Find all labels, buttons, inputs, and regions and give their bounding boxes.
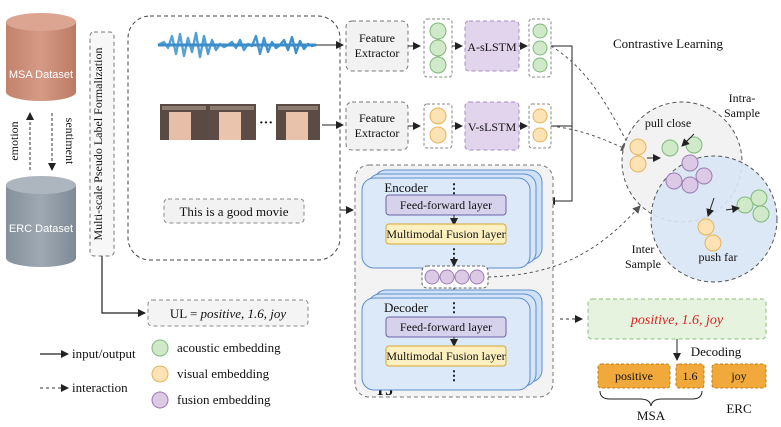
erc-output-label: ERC <box>726 401 751 416</box>
acoustic-embedding-node <box>429 22 447 40</box>
acoustic-embedding-node <box>752 205 770 223</box>
output-label-text: positive, 1.6, joy <box>630 313 724 328</box>
video-frames <box>160 104 320 140</box>
legend-io-label: input/output <box>72 346 136 361</box>
msa-positive-text: positive <box>615 369 653 383</box>
erc-joy-box <box>711 363 767 389</box>
msa-dataset-label: MSA Dataset <box>9 69 73 81</box>
decoder-ff-label: Feed-forward layer <box>400 320 492 334</box>
acoustic-embedding-node <box>532 57 548 73</box>
fusion-embedding-node <box>424 269 440 285</box>
legend-fusion-label: fusion embedding <box>177 392 271 407</box>
acoustic-embedding-node <box>429 39 447 57</box>
audio-interaction-arrow <box>550 45 631 149</box>
encoder-ff-label: Feed-forward layer <box>400 198 492 212</box>
fusion-embedding-node <box>469 269 485 285</box>
frames-ellipsis: ··· <box>259 116 273 131</box>
decoder-fusion-layer <box>385 345 507 367</box>
acoustic-embedding-node <box>429 56 447 74</box>
decoding-label: Decoding <box>691 344 742 359</box>
visual-embedding-node <box>532 127 548 143</box>
acoustic-embedding-node <box>750 189 768 207</box>
msa-score-text: 1.6 <box>683 369 698 383</box>
msa-dataset: MSA Dataset <box>6 13 76 101</box>
encoder-fusion-label: Multimodal Fusion layer <box>386 227 505 241</box>
fusion-embedding-node <box>681 176 699 194</box>
fusion-embedding-node <box>665 172 683 190</box>
acoustic-embedding-node <box>532 23 548 39</box>
encoder-label: Encoder <box>384 180 428 195</box>
msa-brace <box>599 390 703 407</box>
video-extractor-line2: Extractor <box>355 126 400 140</box>
pull-arrow-2 <box>681 133 695 147</box>
encoder-bottom-dots: ⋮ <box>448 246 461 261</box>
visual-embedding-node <box>429 107 447 125</box>
msa-positive-box <box>597 363 671 389</box>
visual-embedding-node <box>629 155 647 173</box>
push-arrow-2 <box>706 197 715 217</box>
text-input-label: This is a good movie <box>179 204 288 219</box>
sentiment-label: sentiment <box>63 118 77 165</box>
legend-acoustic-icon <box>151 339 169 357</box>
intra-label-line2: Sample <box>724 106 760 120</box>
erc-dataset: ERC Dataset <box>6 176 76 267</box>
acoustic-embedding-node <box>532 40 548 56</box>
audio-extractor-line1: Feature <box>359 31 395 45</box>
erc-joy-text: joy <box>730 369 746 383</box>
legend-fusion-icon <box>151 391 169 409</box>
fusion-embedding-node <box>454 269 470 285</box>
encoder-top-dots: ⋮ <box>448 181 461 196</box>
visual-interaction-arrow <box>550 125 629 151</box>
a-slstm-label: A-sLSTM <box>467 40 517 54</box>
ul-box <box>147 299 309 327</box>
ul-text: UL = positive, 1.6, joy <box>170 306 286 321</box>
fusion-embedding-node <box>695 167 713 185</box>
visual-embedding-node <box>704 234 722 252</box>
decoder-bottom-dots: ⋮ <box>448 368 461 383</box>
legend-acoustic-label: acoustic embedding <box>177 340 281 355</box>
visual-embedding-node <box>697 218 715 236</box>
visual-embedding-node <box>532 108 548 124</box>
encoder-fusion-layer <box>385 223 507 245</box>
intra-label-line1: Intra- <box>729 91 756 105</box>
erc-dataset-label: ERC Dataset <box>9 223 73 235</box>
contrastive-title: Contrastive Learning <box>613 36 724 51</box>
pull-close-label: pull close <box>645 116 691 130</box>
decoder-top-dots: ⋮ <box>448 300 461 315</box>
fusion-embedding-node <box>439 269 455 285</box>
formalization-label: Multi-scale Pseudo Label Formalization <box>91 48 105 241</box>
video-extractor-line1: Feature <box>359 111 395 125</box>
audio-waveform <box>157 31 317 59</box>
decoder-fusion-label: Multimodal Fusion layer <box>386 349 505 363</box>
text-input-box <box>163 198 305 224</box>
push-arrow-1 <box>725 205 740 214</box>
legend-visual-icon <box>151 365 169 383</box>
v-slstm-label: V-sLSTM <box>468 120 517 134</box>
inter-label-line1: Inter <box>632 242 655 256</box>
visual-embedding-node <box>629 138 647 156</box>
msa-score-box <box>675 363 705 389</box>
legend-visual-label: visual embedding <box>177 366 270 381</box>
fusion-interaction-arrow <box>487 205 641 278</box>
push-far-label: push far <box>699 250 738 264</box>
decoder-label: Decoder <box>384 300 429 315</box>
audio-extractor-line2: Extractor <box>355 46 400 60</box>
acoustic-embedding-node <box>661 139 679 157</box>
fusion-embedding-node <box>681 154 699 172</box>
decoder-ff-layer <box>385 316 507 338</box>
output-label-box <box>587 298 767 340</box>
encoder-ff-layer <box>385 194 507 216</box>
audio-to-encoder-arrow <box>547 45 573 205</box>
legend-interaction-label: interaction <box>72 380 128 395</box>
msa-output-label: MSA <box>637 408 666 423</box>
acoustic-embedding-node <box>736 196 754 214</box>
visual-embedding-node <box>429 126 447 144</box>
emotion-label: emotion <box>7 121 21 160</box>
ul-arrow <box>101 256 146 317</box>
inter-label-line2: Sample <box>625 257 661 271</box>
